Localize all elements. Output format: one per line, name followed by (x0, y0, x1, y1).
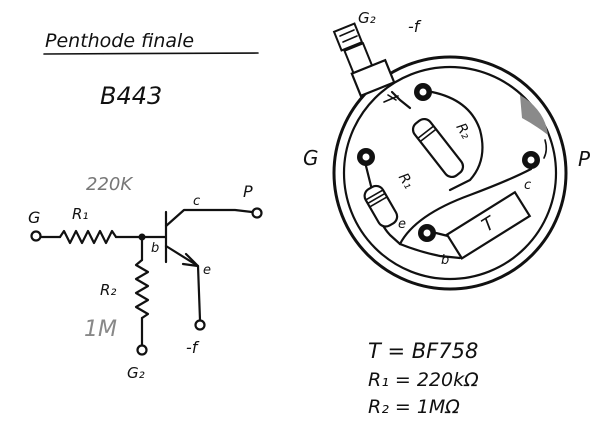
title-line2: B443 (100, 82, 162, 110)
r2-resistor (134, 258, 150, 320)
title-underline (43, 52, 259, 55)
schematic: G R₁ 220K b c P e -f R₂ 1M G₂ (28, 174, 263, 382)
pin-p (522, 151, 540, 169)
wire-to-p (398, 167, 533, 246)
emitter-arrow (181, 252, 200, 268)
wire-bottom-pin (434, 231, 450, 238)
component-notes: T = BF758 R₁ = 220kΩ R₂ = 1MΩ (368, 339, 479, 418)
note-transistor: T = BF758 (368, 339, 478, 363)
base-g-label: G (303, 146, 319, 170)
schematic-p-label: P (243, 182, 253, 201)
g2-terminal-label: G₂ (127, 364, 145, 382)
minus-f-terminal (194, 319, 206, 331)
emitter-wire (164, 244, 202, 322)
r1-label: R₁ (72, 205, 88, 223)
note-r2: R₂ = 1MΩ (368, 396, 460, 418)
schematic-g-label: G (28, 208, 40, 227)
base-p-label: P (578, 147, 591, 171)
wire-g2 (390, 90, 412, 110)
node-c-label: c (193, 194, 200, 209)
minus-f-label: -f (186, 338, 200, 357)
g2-terminal (136, 344, 148, 356)
r2-body-label: R₂ (452, 120, 474, 142)
wire-top-pin (430, 90, 484, 192)
g2-label: G₂ (358, 9, 376, 27)
pin-c-label: c (524, 178, 531, 193)
tube-base: G₂ -f R₂ (303, 9, 591, 291)
r2-label: R₂ (100, 281, 116, 299)
socket-inner-ring (342, 65, 558, 281)
r1-body (363, 184, 399, 228)
p-terminal (251, 207, 263, 219)
title-line1: Penthode finale (45, 30, 194, 52)
g2-connector (332, 22, 396, 98)
g2-solder (383, 94, 399, 103)
wire-bottom (398, 242, 462, 260)
r1-body-label: R₁ (395, 170, 417, 191)
transistor-body (445, 190, 532, 260)
pin-top (414, 83, 432, 101)
collector-wire (164, 208, 254, 228)
r2-value: 1M (84, 317, 117, 342)
pin-b-label: b (441, 253, 449, 268)
g-terminal (30, 230, 42, 242)
shading (520, 95, 548, 135)
pin-e-label: e (398, 217, 406, 232)
pin-g (357, 148, 375, 166)
node-e-label: e (203, 263, 211, 278)
r1-resistor (58, 229, 118, 245)
note-r1: R₁ = 220kΩ (368, 369, 479, 391)
g2-suffix: -f (408, 17, 422, 36)
pin-bottom (418, 224, 436, 242)
node-b-label: b (151, 241, 159, 256)
r1-value: 220K (86, 174, 133, 195)
r2-body (411, 117, 465, 179)
wire-p-right (543, 139, 548, 159)
socket-outer-ring (332, 55, 568, 291)
